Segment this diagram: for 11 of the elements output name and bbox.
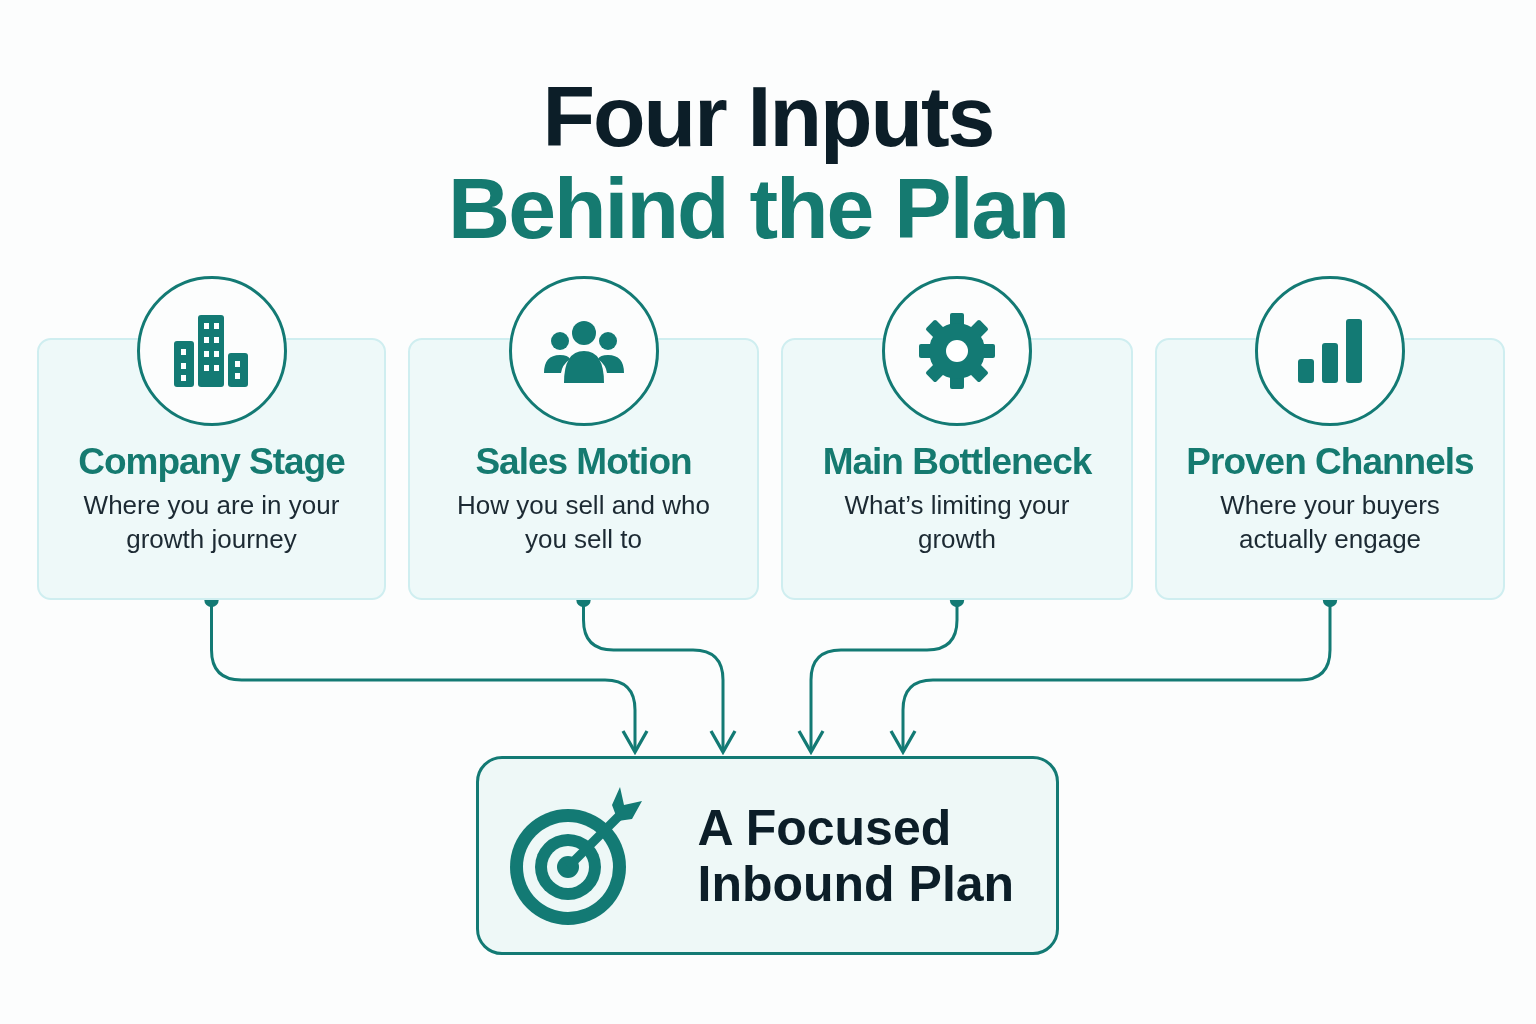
card-heading: Sales Motion: [475, 440, 692, 484]
card-heading: Proven Channels: [1186, 440, 1474, 484]
card-description: What’s limiting your growth: [843, 489, 1071, 556]
card-heading: Main Bottleneck: [822, 440, 1092, 484]
result-title: A Focused Inbound Plan: [697, 799, 1016, 912]
card-description: Where your buyers actually engage: [1219, 489, 1441, 556]
title: Four Inputs: [542, 70, 994, 162]
result-box: [476, 756, 1059, 955]
card-description: How you sell and who you sell to: [456, 489, 711, 556]
card-heading: Company Stage: [78, 440, 345, 484]
card-description: Where you are in your growth journey: [82, 489, 341, 556]
